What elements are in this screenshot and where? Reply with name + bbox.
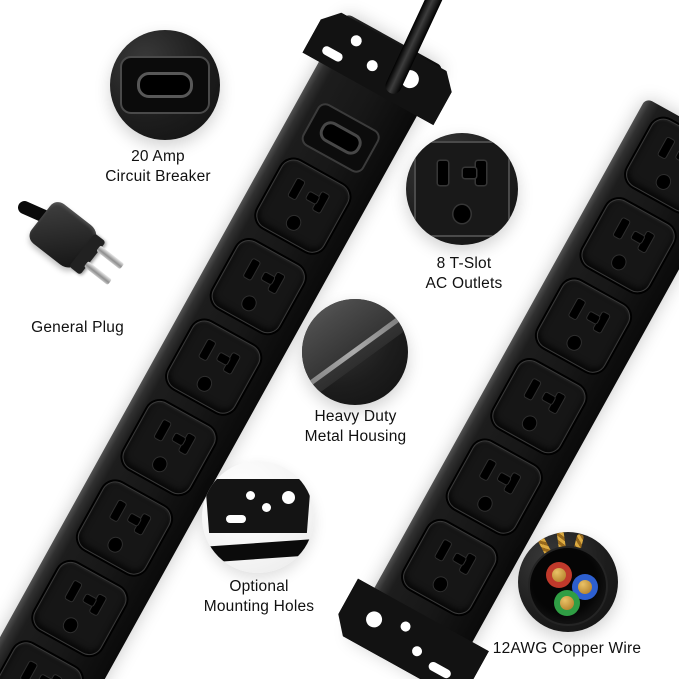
circuit-breaker-inset xyxy=(110,30,220,140)
hot-slot xyxy=(109,500,127,522)
circuit-breaker-icon xyxy=(120,56,210,114)
copper-wire-inset xyxy=(518,532,618,632)
mounting-slot xyxy=(321,45,345,64)
ground-hole xyxy=(565,333,584,353)
mounting-slot xyxy=(427,660,452,679)
hot-slot xyxy=(568,298,586,320)
hot-slot xyxy=(65,580,82,602)
hot-slot xyxy=(198,339,216,361)
plug-prong xyxy=(96,245,125,270)
ac-outlet-icon xyxy=(414,141,510,237)
t-slot-outlet-inset xyxy=(406,133,518,245)
ground-hole xyxy=(150,454,169,474)
ground-hole xyxy=(453,205,471,223)
screw-hole xyxy=(365,58,380,73)
circuit-breaker-label: 20 Amp Circuit Breaker xyxy=(105,148,211,186)
t-slot-bar xyxy=(463,168,476,178)
screw-hole xyxy=(246,491,255,500)
ground-hole xyxy=(520,413,539,433)
copper-wire-label: 12AWG Copper Wire xyxy=(492,640,642,657)
ac-outlet xyxy=(576,194,679,298)
cable-cross-section xyxy=(518,532,618,632)
ground-hole xyxy=(61,615,80,635)
hot-slot xyxy=(243,258,261,281)
general-plug-image xyxy=(0,170,158,337)
screw-hole xyxy=(349,33,364,48)
ac-outlet xyxy=(162,315,266,419)
hot-slot xyxy=(20,660,38,679)
mounting-holes-label: Optional Mounting Holes xyxy=(203,578,315,616)
ground-hole xyxy=(106,535,125,554)
ac-outlet xyxy=(28,556,132,661)
ground-hole xyxy=(195,374,214,393)
strip-edge-graphic xyxy=(202,539,314,563)
screw-hole xyxy=(262,503,271,512)
ground-hole xyxy=(239,293,259,313)
hot-slot xyxy=(434,539,452,561)
wire-red xyxy=(546,562,572,588)
bracket-graphic xyxy=(206,479,310,533)
plug-prong xyxy=(83,261,112,286)
t-slot-bar xyxy=(38,674,52,679)
neutral-t-slot xyxy=(476,161,486,185)
ac-outlet xyxy=(487,354,591,459)
ac-outlets-label: 8 T-Slot AC Outlets xyxy=(425,255,503,293)
ground-hole xyxy=(609,253,628,272)
screw-hole xyxy=(282,491,295,504)
hot-slot xyxy=(479,459,497,481)
hot-slot xyxy=(613,217,631,240)
hot-slot xyxy=(524,378,541,401)
ground-hole xyxy=(284,213,303,233)
ac-outlet xyxy=(251,154,355,258)
hot-slot xyxy=(288,178,305,200)
hot-slot xyxy=(657,137,675,159)
wire-green xyxy=(554,590,580,616)
ac-outlet xyxy=(398,515,502,620)
mounting-holes-inset xyxy=(202,461,314,573)
screw-hole xyxy=(363,609,385,631)
hot-slot xyxy=(154,419,171,441)
metal-housing-inset xyxy=(302,299,408,405)
screw-hole xyxy=(410,644,424,658)
screw-hole xyxy=(399,620,413,634)
general-plug-label: General Plug xyxy=(31,319,124,336)
ground-hole xyxy=(475,494,495,513)
ac-outlet xyxy=(442,435,546,539)
ac-outlet xyxy=(72,476,177,580)
ground-hole xyxy=(431,574,450,594)
hot-slot xyxy=(438,161,448,185)
ground-hole xyxy=(654,172,673,192)
ac-outlet xyxy=(117,395,221,500)
metal-housing-label: Heavy Duty Metal Housing xyxy=(304,408,407,446)
mounting-slot xyxy=(226,515,246,523)
ac-outlet xyxy=(621,113,679,217)
ac-outlet xyxy=(206,234,310,339)
